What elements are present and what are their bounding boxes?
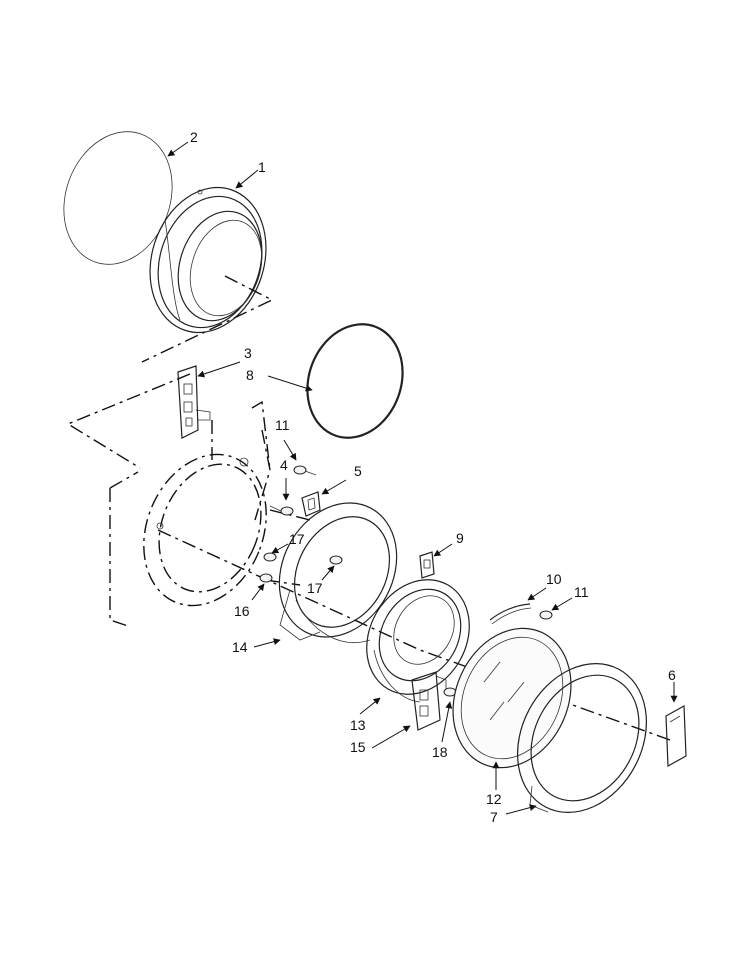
part-1-door-boot xyxy=(149,186,267,334)
callout-14: 14 xyxy=(232,639,248,655)
part-16-screw xyxy=(259,573,273,583)
callout-17-right: 17 xyxy=(307,580,323,596)
callout-5: 5 xyxy=(354,463,362,479)
part-15-door-hinge xyxy=(411,671,447,731)
callout-leaders xyxy=(167,141,678,815)
callout-13: 13 xyxy=(350,717,366,733)
part-10-wire xyxy=(489,603,532,625)
part-6-door-handle xyxy=(665,705,687,767)
part-9-hinge-clip xyxy=(419,551,435,579)
callout-labels: 2 1 3 8 11 4 5 9 17 17 16 14 10 11 6 13 … xyxy=(190,129,676,825)
callout-18: 18 xyxy=(432,744,448,760)
callout-6: 6 xyxy=(668,667,676,683)
front-panel-outline xyxy=(109,400,271,627)
assembly-guide-lines xyxy=(66,275,671,741)
callout-9: 9 xyxy=(456,530,464,546)
part-14-outer-door-frame xyxy=(278,502,398,643)
callout-7: 7 xyxy=(490,809,498,825)
callout-11-lower: 11 xyxy=(574,584,589,600)
part-4-screw xyxy=(269,505,294,516)
callout-1: 1 xyxy=(258,159,266,175)
callout-17-left: 17 xyxy=(289,531,305,547)
callout-16: 16 xyxy=(234,603,250,619)
part-12-door-glass xyxy=(452,627,572,769)
part-17-screw-right xyxy=(329,555,343,565)
part-5-bracket xyxy=(301,491,321,517)
callout-15: 15 xyxy=(350,739,366,755)
callout-12: 12 xyxy=(486,791,502,807)
part-17-screw-left xyxy=(263,552,277,562)
callout-10: 10 xyxy=(546,571,562,587)
part-11-screw-lower xyxy=(539,610,553,620)
callout-4: 4 xyxy=(280,457,288,473)
callout-8: 8 xyxy=(246,367,254,383)
part-2-door-gasket-ring xyxy=(63,131,173,265)
callout-3: 3 xyxy=(244,345,252,361)
part-3-door-lock xyxy=(177,365,211,439)
part-11-screw-upper xyxy=(293,465,317,476)
callout-2: 2 xyxy=(190,129,198,145)
callout-11-upper: 11 xyxy=(275,417,290,433)
part-8-door-seal xyxy=(306,323,404,439)
